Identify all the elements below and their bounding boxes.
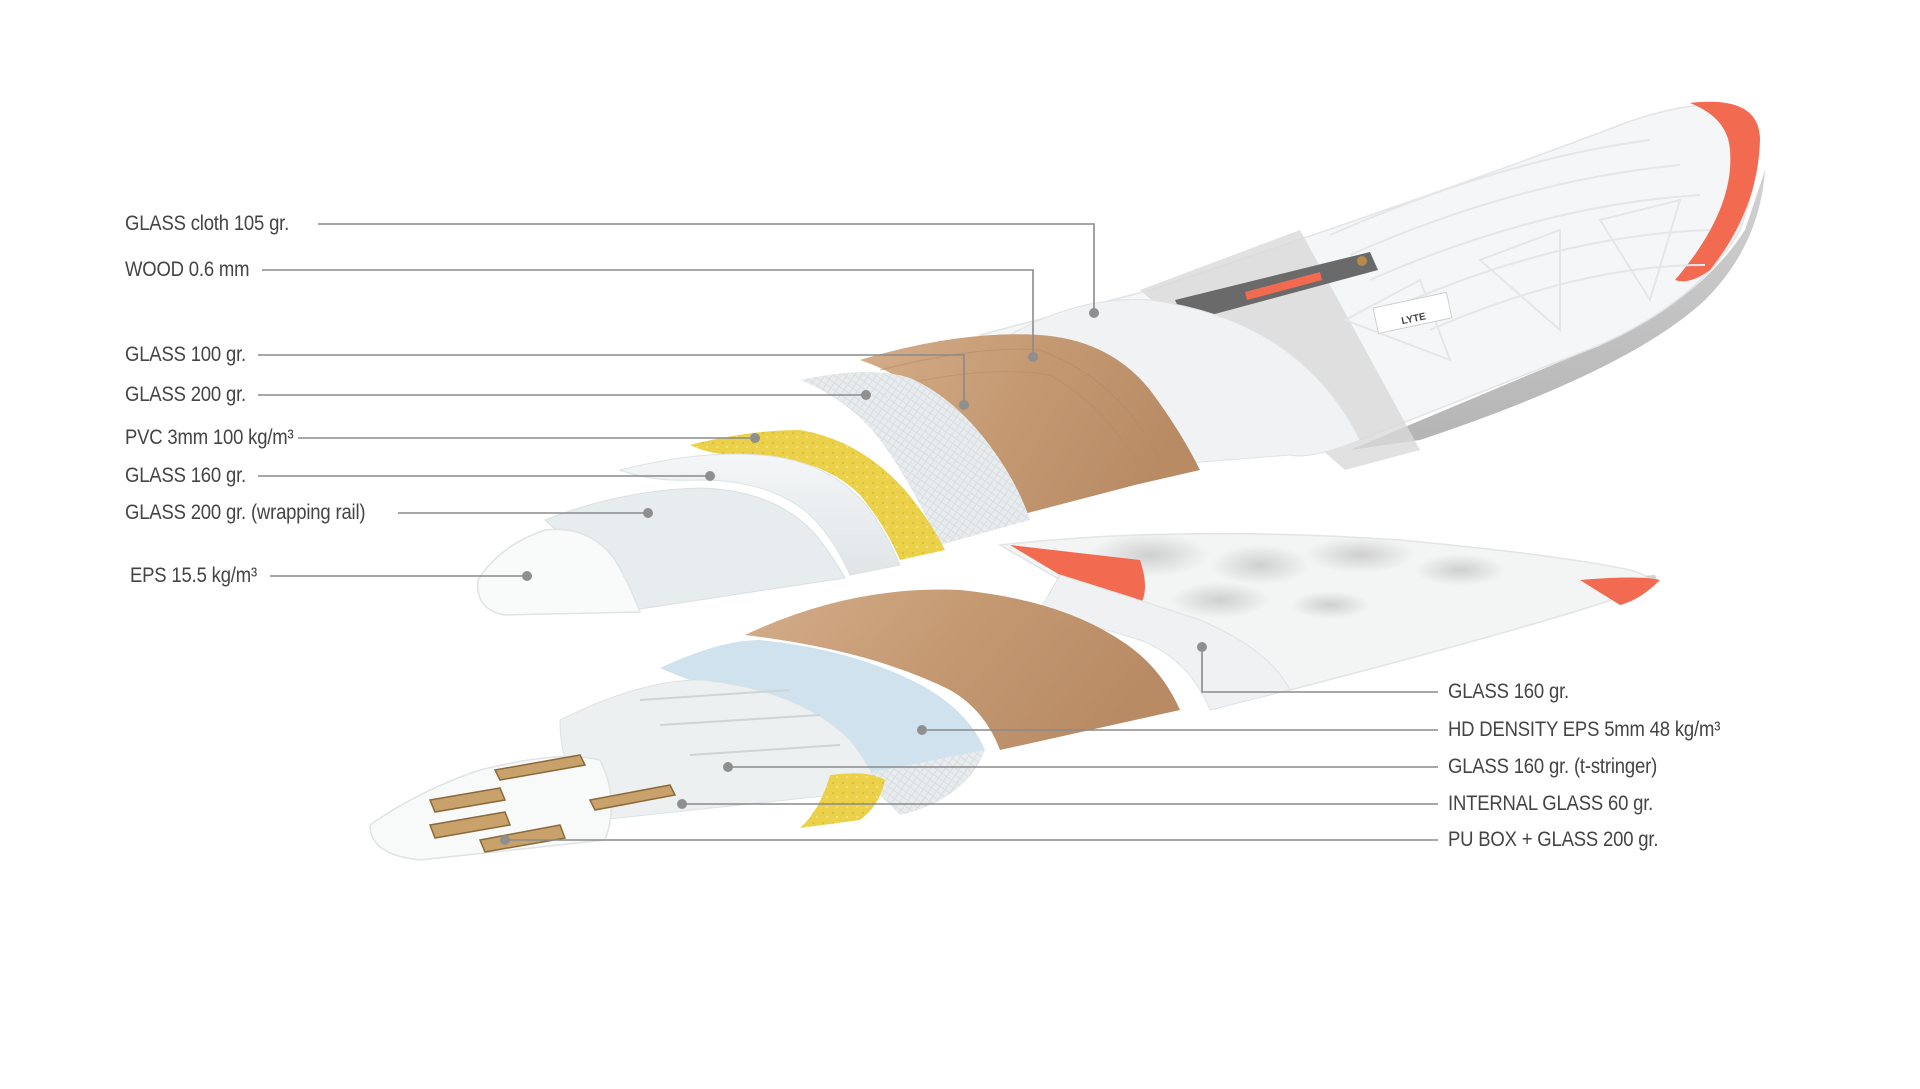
t-stringers bbox=[639, 689, 841, 756]
mast-track-screw bbox=[1357, 256, 1367, 266]
layer-pvc-3mm bbox=[690, 430, 945, 560]
layer-glass-100-200 bbox=[800, 371, 1030, 545]
top-board-rail bbox=[1350, 170, 1765, 450]
label-b-glass-160: GLASS 160 gr. bbox=[1448, 680, 1569, 703]
brand-logo: LYTE bbox=[1372, 291, 1453, 335]
leader-glass-100 bbox=[258, 354, 965, 405]
label-glass-100: GLASS 100 gr. bbox=[125, 343, 246, 366]
label-internal-glass: INTERNAL GLASS 60 gr. bbox=[1448, 792, 1654, 815]
core-eps-155 bbox=[477, 528, 642, 616]
leader-wood-06 bbox=[262, 269, 1034, 357]
layer-b-glass-160 bbox=[1039, 574, 1291, 711]
label-hd-density: HD DENSITY EPS 5mm 48 kg/m³ bbox=[1448, 718, 1721, 741]
bottom-board bbox=[369, 532, 1660, 861]
label-glass-cloth-105: GLASS cloth 105 gr. bbox=[125, 212, 290, 235]
layer-b-pvc bbox=[800, 773, 885, 828]
label-glass-200-wrap: GLASS 200 gr. (wrapping rail) bbox=[125, 501, 366, 524]
bottom-board-orange-left bbox=[1010, 545, 1145, 605]
label-glass-160-stringer: GLASS 160 gr. (t-stringer) bbox=[1448, 755, 1658, 778]
brand-logo-text: LYTE bbox=[1400, 311, 1427, 327]
label-glass-200: GLASS 200 gr. bbox=[125, 383, 246, 406]
layer-b-wood bbox=[745, 589, 1180, 750]
leader-glass-cloth-105 bbox=[318, 223, 1095, 313]
label-wood-06: WOOD 0.6 mm bbox=[125, 258, 250, 281]
layer-hd-density bbox=[660, 640, 985, 775]
top-board: LYTE bbox=[477, 101, 1765, 616]
label-pvc-3mm: PVC 3mm 100 kg/m³ bbox=[125, 426, 294, 449]
top-board-nose bbox=[1675, 101, 1760, 282]
bottom-board-orange-rail bbox=[1580, 577, 1660, 605]
label-pu-box: PU BOX + GLASS 200 gr. bbox=[1448, 828, 1659, 851]
leader-b-glass-160 bbox=[1201, 647, 1438, 693]
pu-fin-boxes bbox=[428, 754, 677, 853]
mast-track-insert bbox=[1245, 272, 1322, 300]
leader-lines bbox=[258, 223, 1438, 845]
layer-wood-06 bbox=[860, 334, 1200, 515]
layer-glass-160 bbox=[618, 453, 901, 576]
label-glass-160: GLASS 160 gr. bbox=[125, 464, 246, 487]
label-eps-155: EPS 15.5 kg/m³ bbox=[130, 564, 257, 587]
deck-pattern bbox=[1329, 139, 1711, 362]
